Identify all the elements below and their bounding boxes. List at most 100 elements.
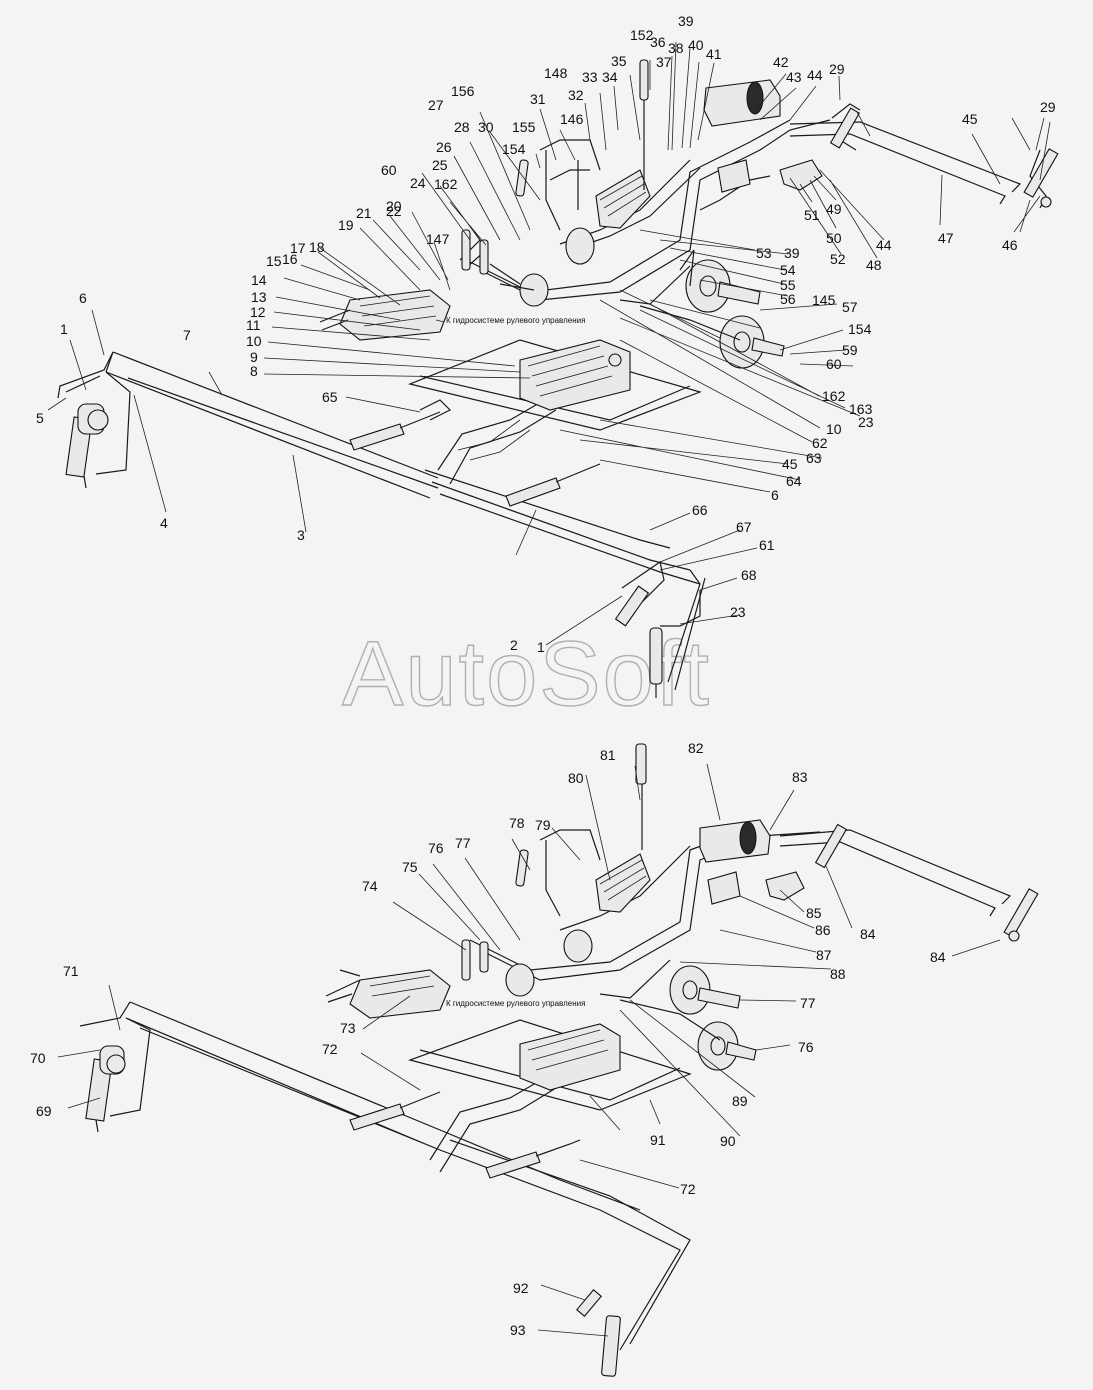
- note-steering-upper: К гидросистеме рулевого управления: [446, 316, 585, 325]
- callout-upper-45: 45: [962, 111, 978, 127]
- callout-upper-11: 11: [246, 317, 261, 333]
- callout-upper-8: 8: [250, 363, 258, 379]
- callout-upper-1: 1: [537, 639, 545, 655]
- callout-lower-70: 70: [30, 1050, 46, 1066]
- callout-upper-27: 27: [428, 97, 444, 113]
- callout-upper-156: 156: [451, 83, 475, 99]
- callout-lower-71: 71: [63, 963, 79, 979]
- callout-lower-69: 69: [36, 1103, 52, 1119]
- callout-upper-7: 7: [183, 327, 191, 343]
- callout-upper-154: 154: [502, 141, 526, 157]
- callout-upper-30: 30: [478, 119, 494, 135]
- callout-upper-38: 38: [668, 40, 684, 56]
- callout-upper-147: 147: [426, 231, 450, 247]
- callout-upper-62: 62: [812, 435, 828, 451]
- callout-upper-23: 23: [730, 604, 746, 620]
- callout-upper-163: 163: [849, 401, 873, 417]
- callout-upper-155: 155: [512, 119, 536, 135]
- callout-lower-76: 76: [798, 1039, 814, 1055]
- callout-upper-52: 52: [830, 251, 846, 267]
- callout-upper-10: 10: [826, 421, 842, 437]
- callout-upper-2: 2: [510, 637, 518, 653]
- callout-upper-60: 60: [381, 162, 397, 178]
- callout-upper-29: 29: [1040, 99, 1056, 115]
- callout-lower-72: 72: [322, 1041, 338, 1057]
- callout-upper-146: 146: [560, 111, 584, 127]
- callout-upper-152: 152: [630, 27, 654, 43]
- callout-upper-65: 65: [322, 389, 338, 405]
- callout-upper-37: 37: [656, 54, 672, 70]
- lower-assembly: [79, 743, 1039, 1377]
- callout-upper-22: 22: [386, 203, 402, 219]
- callout-upper-63: 63: [806, 450, 822, 466]
- callout-upper-1: 1: [60, 321, 68, 337]
- callout-upper-6: 6: [771, 487, 779, 503]
- callout-upper-68: 68: [741, 567, 757, 583]
- callout-upper-5: 5: [36, 410, 44, 426]
- callout-upper-12: 12: [250, 304, 266, 320]
- callout-upper-51: 51: [804, 207, 820, 223]
- callout-upper-29: 29: [829, 61, 845, 77]
- callout-upper-13: 13: [251, 289, 267, 305]
- callout-upper-57: 57: [842, 299, 858, 315]
- callout-upper-17: 17: [290, 240, 306, 256]
- callout-lower-93: 93: [510, 1322, 526, 1338]
- callout-lower-81: 81: [600, 747, 616, 763]
- callout-lower-83: 83: [792, 769, 808, 785]
- callout-lower-74: 74: [362, 878, 378, 894]
- callout-lower-73: 73: [340, 1020, 356, 1036]
- watermark: AutoSoft: [342, 623, 711, 725]
- callout-lower-88: 88: [830, 966, 846, 982]
- callout-upper-25: 25: [432, 157, 448, 173]
- callout-upper-40: 40: [688, 37, 704, 53]
- callout-upper-61: 61: [759, 537, 775, 553]
- callout-upper-50: 50: [826, 230, 842, 246]
- callout-upper-43: 43: [786, 69, 802, 85]
- callout-upper-16: 16: [282, 251, 298, 267]
- callout-upper-20: 20: [386, 198, 402, 214]
- callout-upper-145: 145: [812, 292, 836, 308]
- callout-upper-154: 154: [848, 321, 872, 337]
- callout-upper-53: 53: [756, 245, 772, 261]
- callout-upper-59: 59: [842, 342, 858, 358]
- callout-upper-36: 36: [650, 34, 666, 50]
- callout-upper-18: 18: [309, 239, 325, 255]
- callout-upper-26: 26: [436, 139, 452, 155]
- callout-upper-6: 6: [79, 290, 87, 306]
- callout-upper-66: 66: [692, 502, 708, 518]
- callout-upper-162: 162: [434, 176, 458, 192]
- callout-lower-78: 78: [509, 815, 525, 831]
- callout-lower-79: 79: [535, 817, 551, 833]
- callout-lower-85: 85: [806, 905, 822, 921]
- callout-upper-41: 41: [706, 46, 722, 62]
- callout-lower-77: 77: [800, 995, 816, 1011]
- callout-lower-75: 75: [402, 859, 418, 875]
- callout-lower-87: 87: [816, 947, 832, 963]
- callout-lower-76: 76: [428, 840, 444, 856]
- callout-upper-42: 42: [773, 54, 789, 70]
- upper-assembly: [57, 59, 1059, 698]
- callout-upper-45: 45: [782, 456, 798, 472]
- callout-lower-92: 92: [513, 1280, 529, 1296]
- callout-upper-55: 55: [780, 277, 796, 293]
- callout-lower-86: 86: [815, 922, 831, 938]
- callout-upper-31: 31: [530, 91, 546, 107]
- callout-upper-4: 4: [160, 515, 168, 531]
- callout-upper-23: 23: [858, 414, 874, 430]
- callout-upper-28: 28: [454, 119, 470, 135]
- callout-upper-54: 54: [780, 262, 796, 278]
- callout-upper-34: 34: [602, 69, 618, 85]
- leader-lines-lower: [57, 763, 1001, 1337]
- callout-upper-60: 60: [826, 356, 842, 372]
- callout-upper-19: 19: [338, 217, 354, 233]
- callout-lower-77: 77: [455, 835, 471, 851]
- callout-upper-32: 32: [568, 87, 584, 103]
- callout-upper-15: 15: [266, 253, 282, 269]
- callout-upper-3: 3: [297, 527, 305, 543]
- callout-upper-33: 33: [582, 69, 598, 85]
- callout-upper-14: 14: [251, 272, 267, 288]
- callout-lower-84: 84: [860, 926, 876, 942]
- callout-upper-46: 46: [1002, 237, 1018, 253]
- callout-lower-89: 89: [732, 1093, 748, 1109]
